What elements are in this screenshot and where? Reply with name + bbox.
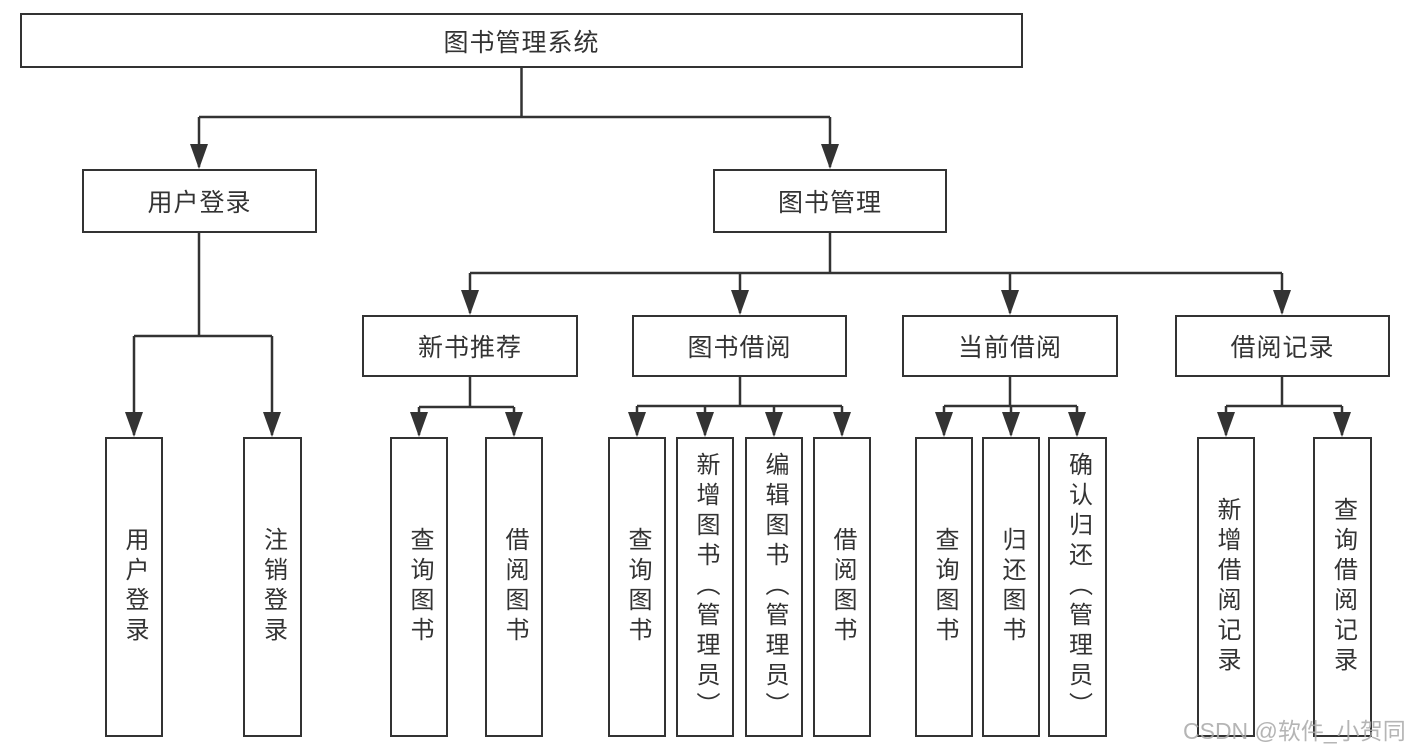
arrowhead-down-icon bbox=[628, 412, 646, 437]
leaf-borrowing-query-books: 查询图书 bbox=[608, 437, 666, 737]
arrowhead-down-icon bbox=[125, 412, 143, 437]
connector-recommendation-to-leaves bbox=[417, 377, 516, 435]
arrowhead-down-icon bbox=[410, 412, 428, 437]
arrowhead-down-icon bbox=[821, 144, 839, 169]
arrowhead-down-icon bbox=[935, 412, 953, 437]
arrowhead-down-icon bbox=[765, 412, 783, 437]
arrowhead-down-icon bbox=[696, 412, 714, 437]
connector-root-to-level2 bbox=[197, 68, 832, 167]
arrowhead-down-icon bbox=[1273, 290, 1291, 315]
node-user-login: 用户登录 bbox=[82, 169, 317, 233]
leaf-current-confirm-return-admin: 确认归还（管理员） bbox=[1048, 437, 1107, 737]
arrowhead-down-icon bbox=[833, 412, 851, 437]
leaf-borrowing-borrow-books: 借阅图书 bbox=[813, 437, 871, 737]
leaf-records-query-record: 查询借阅记录 bbox=[1313, 437, 1372, 737]
arrowhead-down-icon bbox=[1217, 412, 1235, 437]
csdn-watermark: CSDN @软件_小贺同学 bbox=[1183, 718, 1405, 744]
arrowhead-down-icon bbox=[505, 412, 523, 437]
node-current-borrowing: 当前借阅 bbox=[902, 315, 1118, 377]
arrowhead-down-icon bbox=[263, 412, 281, 437]
leaf-current-return-books: 归还图书 bbox=[982, 437, 1040, 737]
connector-login-to-leaves bbox=[132, 233, 274, 435]
connector-records-to-leaves bbox=[1224, 377, 1344, 435]
node-root-system: 图书管理系统 bbox=[20, 13, 1023, 68]
node-new-book-recommendation: 新书推荐 bbox=[362, 315, 578, 377]
node-book-borrowing: 图书借阅 bbox=[632, 315, 847, 377]
arrowhead-down-icon bbox=[461, 290, 479, 315]
leaf-logout: 注销登录 bbox=[243, 437, 302, 737]
leaf-records-add-record: 新增借阅记录 bbox=[1197, 437, 1255, 737]
arrowhead-down-icon bbox=[731, 290, 749, 315]
leaf-recommendation-query-books: 查询图书 bbox=[390, 437, 448, 737]
leaf-recommendation-borrow-books: 借阅图书 bbox=[485, 437, 543, 737]
connector-borrowing-to-leaves bbox=[635, 377, 844, 435]
leaf-user-login: 用户登录 bbox=[105, 437, 163, 737]
arrowhead-down-icon bbox=[1333, 412, 1351, 437]
arrowhead-down-icon bbox=[1068, 412, 1086, 437]
leaf-borrowing-edit-books-admin: 编辑图书（管理员） bbox=[745, 437, 803, 737]
arrowhead-down-icon bbox=[1002, 412, 1020, 437]
arrowhead-down-icon bbox=[190, 144, 208, 169]
arrowhead-down-icon bbox=[1001, 290, 1019, 315]
node-book-management: 图书管理 bbox=[713, 169, 947, 233]
connector-management-to-sections bbox=[468, 233, 1284, 313]
leaf-borrowing-add-books-admin: 新增图书（管理员） bbox=[676, 437, 734, 737]
node-borrowing-records: 借阅记录 bbox=[1175, 315, 1390, 377]
leaf-current-query-books: 查询图书 bbox=[915, 437, 973, 737]
